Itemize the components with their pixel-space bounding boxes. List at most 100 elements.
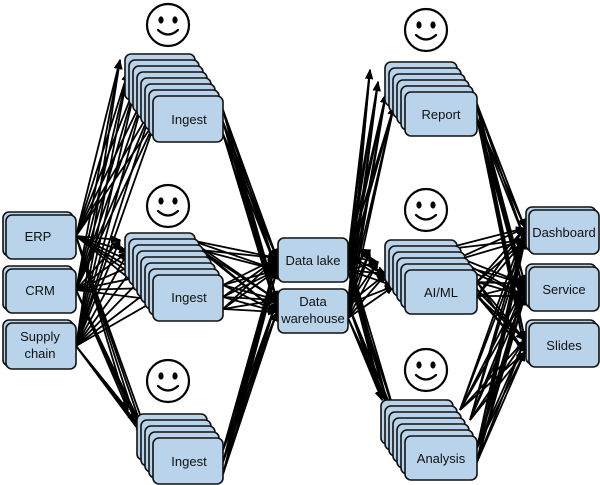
face-left-eye	[416, 361, 422, 369]
connector-arrow	[75, 107, 153, 237]
people-icons	[145, 2, 449, 404]
connector-arrow	[75, 107, 154, 347]
connector-arrow	[199, 249, 278, 262]
face-outline	[145, 358, 191, 404]
face-left-eye	[416, 201, 422, 209]
connector-arrow	[469, 295, 526, 421]
connector-arrow	[75, 119, 157, 347]
face-left-eye	[158, 372, 164, 380]
source-supply-chain: Supply chain	[2, 319, 77, 370]
data-warehouse-label-line2: warehouse	[280, 311, 345, 326]
connector-arrow	[199, 249, 278, 313]
face-outline	[145, 183, 191, 229]
storage-data-lake: Data lake	[277, 237, 349, 283]
connector-arrow	[75, 299, 157, 347]
face-mouth	[156, 209, 180, 217]
connector-arrow	[347, 249, 372, 319]
face-outline	[403, 347, 449, 393]
connector-arrow	[476, 117, 526, 241]
connector-arrow	[189, 239, 278, 271]
face-outline	[145, 2, 191, 48]
face-mouth	[414, 373, 438, 381]
smiley-face-icon	[403, 347, 449, 393]
connector-arrow	[75, 59, 123, 291]
output-slides: Slides	[525, 319, 600, 368]
connector-arrow	[476, 351, 526, 463]
face-right-eye	[430, 21, 436, 29]
service-label: Service	[542, 282, 585, 297]
analysis-label: Analysis	[417, 451, 466, 466]
connector-arrow	[476, 282, 526, 297]
output-dashboard: Dashboard	[525, 206, 600, 255]
connector-arrow	[222, 133, 279, 313]
connector-arrow	[75, 287, 153, 347]
slides-label: Slides	[546, 338, 582, 353]
connector-arrow	[459, 339, 526, 411]
output-service: Service	[525, 263, 600, 312]
smiley-face-icon	[145, 358, 191, 404]
connector-arrow	[75, 275, 145, 347]
face-left-eye	[158, 16, 164, 24]
connector-arrow	[347, 69, 374, 319]
connector-arrow	[347, 273, 387, 319]
connector-arrow	[75, 71, 131, 347]
connector-arrow	[222, 133, 278, 271]
workload-aiml: AI/ML	[404, 269, 478, 315]
dashboard-label: Dashboard	[532, 225, 596, 240]
connector-arrow	[459, 295, 526, 411]
source-supply-label-line1: Supply	[20, 329, 60, 344]
connector-arrows	[75, 59, 528, 475]
face-right-eye	[172, 372, 178, 380]
data-lake-label: Data lake	[286, 253, 341, 268]
ingest-top-label: Ingest	[171, 112, 207, 127]
connector-arrow	[189, 239, 278, 261]
workload-report: Report	[404, 91, 478, 137]
connector-arrow	[347, 261, 379, 319]
connector-arrow	[75, 239, 121, 347]
connector-arrow	[347, 81, 381, 319]
connector-arrow	[459, 351, 526, 411]
connector-arrow	[347, 285, 395, 319]
workload-analysis: Analysis	[404, 435, 478, 481]
connector-arrow	[347, 269, 400, 425]
storage-data-warehouse: Data warehouse	[277, 288, 349, 334]
source-crm: CRM	[2, 265, 77, 314]
ingest-box-top: Ingest	[152, 95, 224, 143]
connector-arrow	[75, 59, 122, 237]
face-mouth	[414, 33, 438, 41]
face-right-eye	[172, 16, 178, 24]
face-mouth	[156, 28, 180, 36]
connector-arrow	[75, 263, 137, 347]
connector-arrow	[222, 311, 278, 475]
face-mouth	[156, 384, 180, 392]
connector-arrow	[347, 93, 389, 319]
connector-arrow	[75, 83, 137, 237]
connector-arrow	[469, 339, 526, 421]
smiley-face-icon	[403, 187, 449, 233]
smiley-face-icon	[403, 7, 449, 53]
data-warehouse-label-line1: Data	[299, 294, 327, 309]
source-erp: ERP	[2, 211, 77, 260]
ingest-box-middle: Ingest	[152, 274, 224, 322]
connector-arrow	[199, 249, 278, 272]
face-right-eye	[172, 197, 178, 205]
connector-arrow	[75, 251, 129, 347]
face-mouth	[414, 213, 438, 221]
source-erp-label: ERP	[25, 229, 52, 244]
smiley-face-icon	[145, 2, 191, 48]
ingest-middle-label: Ingest	[171, 290, 207, 305]
ingest-box-bottom: Ingest	[152, 437, 224, 485]
connector-arrow	[469, 351, 526, 421]
connector-arrow	[75, 95, 145, 291]
face-left-eye	[416, 21, 422, 29]
face-left-eye	[158, 197, 164, 205]
connector-arrow	[199, 249, 278, 301]
face-right-eye	[430, 361, 436, 369]
face-right-eye	[430, 201, 436, 209]
aiml-label: AI/ML	[424, 285, 458, 300]
source-crm-label: CRM	[25, 283, 55, 298]
connector-arrow	[469, 239, 527, 421]
connector-arrow	[476, 295, 527, 463]
ingest-bottom-label: Ingest	[171, 454, 207, 469]
